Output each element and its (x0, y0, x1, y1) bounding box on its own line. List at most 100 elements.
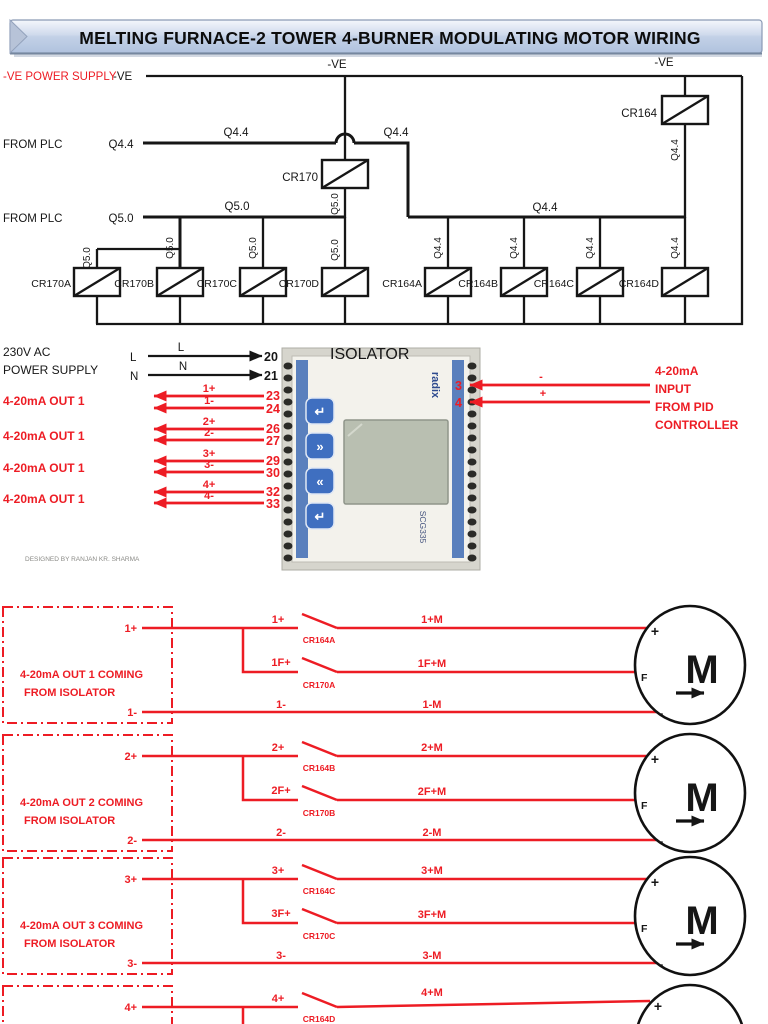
mains-wires (148, 350, 263, 381)
plus-switch-label: 2+ (272, 742, 285, 754)
coil-feed-label-cr170d: Q5.0 (330, 239, 341, 261)
plus-switch-label: 3+ (272, 865, 285, 877)
q44-rail-label: Q4.4 (109, 139, 135, 151)
terminal-4: 4 (455, 396, 462, 410)
device-lcd (343, 419, 449, 505)
output-3-minus-label: 3- (204, 459, 214, 471)
coil-feed-label-cr170b: Q5.0 (165, 237, 176, 259)
motor-minus-terminal: - (659, 956, 664, 972)
source-box-line1: 4-20mA OUT 2 COMING (20, 797, 143, 809)
minus-motor-wire-label: 1-M (423, 699, 442, 711)
minus-source-label: 1- (127, 707, 137, 719)
motor-m-label: M (685, 776, 718, 820)
motor-f-terminal: F (641, 800, 648, 812)
pid-minus-label: - (539, 371, 543, 383)
relay-contact-label-plus: CR164C (303, 886, 336, 896)
motor-circuit-1: 4-20mA OUT 1 COMING FROM ISOLATOR 1+ 1- … (2, 604, 747, 726)
enter-icon (305, 502, 335, 530)
plus-source-label: 3+ (124, 874, 137, 886)
output-4-minus-label: 4- (204, 490, 214, 502)
motor-plus-terminal: + (651, 874, 659, 890)
pid-plus-label: + (540, 388, 546, 400)
q50-rail-label: Q5.0 (109, 213, 134, 225)
pid-caption-1: 4-20mA (655, 364, 699, 378)
terminal-24: 24 (266, 402, 280, 416)
enter-icon (305, 397, 335, 425)
plus-source-label: 1+ (124, 623, 137, 635)
terminal-30: 30 (266, 466, 280, 480)
output-group-label-3: 4-20mA OUT 1 (3, 461, 85, 475)
motor-circuit-2: 4-20mA OUT 2 COMING FROM ISOLATOR 2+ 2- … (2, 732, 747, 854)
coil-feed-label-cr164a: Q4.4 (433, 237, 444, 259)
relay-contact-label-plus: CR164B (303, 763, 336, 773)
banner-shadow (14, 54, 762, 57)
motor-m-label: M (685, 648, 718, 692)
circuit-wires (142, 740, 663, 842)
page-title: MELTING FURNACE-2 TOWER 4-BURNER MODULAT… (79, 28, 700, 48)
plus-motor-wire-label: 3+M (421, 865, 443, 877)
terminal-20: 20 (264, 350, 278, 364)
ac-supply-label-1: 230V AC (3, 345, 51, 359)
source-box (2, 857, 173, 975)
q50-wire-label: Q5.0 (225, 201, 250, 213)
neg-right-label: -VE (654, 57, 674, 69)
output-1-minus-label: 1- (204, 395, 214, 407)
minus-wire-label: 1- (276, 699, 286, 711)
coil-feed-label-cr170c: Q5.0 (248, 237, 259, 259)
terminal-23: 23 (266, 389, 280, 403)
minus-motor-wire-label: 3-M (423, 950, 442, 962)
neg-supply-label: -VE POWER SUPPLY (3, 71, 117, 83)
f-motor-wire-label: 1F+M (418, 658, 446, 670)
relay-cr170: CR170 Q5.0 (282, 158, 370, 215)
plus-switch-label: 1+ (272, 614, 285, 626)
relay-label-cr164b: CR164B (458, 278, 498, 290)
plus-switch-label: 4+ (272, 993, 285, 1005)
source-box-line2: FROM ISOLATOR (24, 815, 115, 827)
motor-minus-terminal: - (659, 705, 664, 721)
motor-plus-terminal: + (654, 998, 662, 1014)
title-banner: MELTING FURNACE-2 TOWER 4-BURNER MODULAT… (9, 18, 763, 57)
motor-circuit-3: 4-20mA OUT 3 COMING FROM ISOLATOR 3+ 3- … (2, 855, 747, 977)
relay-label-cr164c: CR164C (534, 278, 575, 290)
coil-feed-label-cr170: Q5.0 (330, 193, 341, 215)
relay-label-cr170c: CR170C (197, 278, 238, 290)
circuit-wires (142, 863, 663, 965)
relay-contact-label-f: CR170B (303, 808, 336, 818)
source-box-line2: FROM ISOLATOR (24, 938, 115, 950)
relay-label-cr170d: CR170D (279, 278, 320, 290)
circuit-wires (142, 612, 663, 714)
motor-f-terminal: F (641, 672, 648, 684)
motor-plus-terminal: + (651, 623, 659, 639)
output-group-label-2: 4-20mA OUT 1 (3, 429, 85, 443)
f-switch-label: 3F+ (271, 908, 290, 920)
isolator-device: ↵ » « ↵ radix SCG335 (281, 347, 481, 571)
isolator-section: ↵ » « ↵ radix SCG335 ISOLATOR 230V AC PO… (3, 342, 739, 571)
circuit-wires (142, 991, 651, 1024)
neutral-wire-label: N (179, 361, 187, 373)
relay-contact-label-plus: CR164D (303, 1014, 336, 1024)
relay-label-cr164a: CR164A (382, 278, 422, 290)
terminal-3: 3 (455, 379, 462, 393)
f-switch-label: 1F+ (271, 657, 290, 669)
enter-icon-glyph: ↵ (315, 404, 326, 419)
relay-cr164-label: CR164 (621, 108, 657, 120)
neg-rail-label: -VE (113, 71, 133, 83)
q44-wire-label-1: Q4.4 (224, 127, 250, 139)
relay-contact-label-plus: CR164A (303, 635, 336, 645)
terminal-32: 32 (266, 485, 280, 499)
output-3-plus-label: 3+ (203, 448, 216, 460)
isolator-heading: ISOLATOR (330, 346, 409, 363)
motor-plus-terminal: + (651, 751, 659, 767)
f-motor-wire-label: 2F+M (418, 786, 446, 798)
coil-feed-label-cr164c: Q4.4 (585, 237, 596, 259)
relay-coil-row: CR170A CR170B CR170C CR170D CR164A CR164… (31, 266, 710, 298)
minus-motor-wire-label: 2-M (423, 827, 442, 839)
neg-mid-label: -VE (327, 59, 347, 71)
source-box-line2: FROM ISOLATOR (24, 687, 115, 699)
prev-icon-glyph: « (316, 474, 323, 489)
terminal-21: 21 (264, 369, 278, 383)
relay-cr170-label: CR170 (282, 172, 318, 184)
output-group-label-1: 4-20mA OUT 1 (3, 394, 85, 408)
